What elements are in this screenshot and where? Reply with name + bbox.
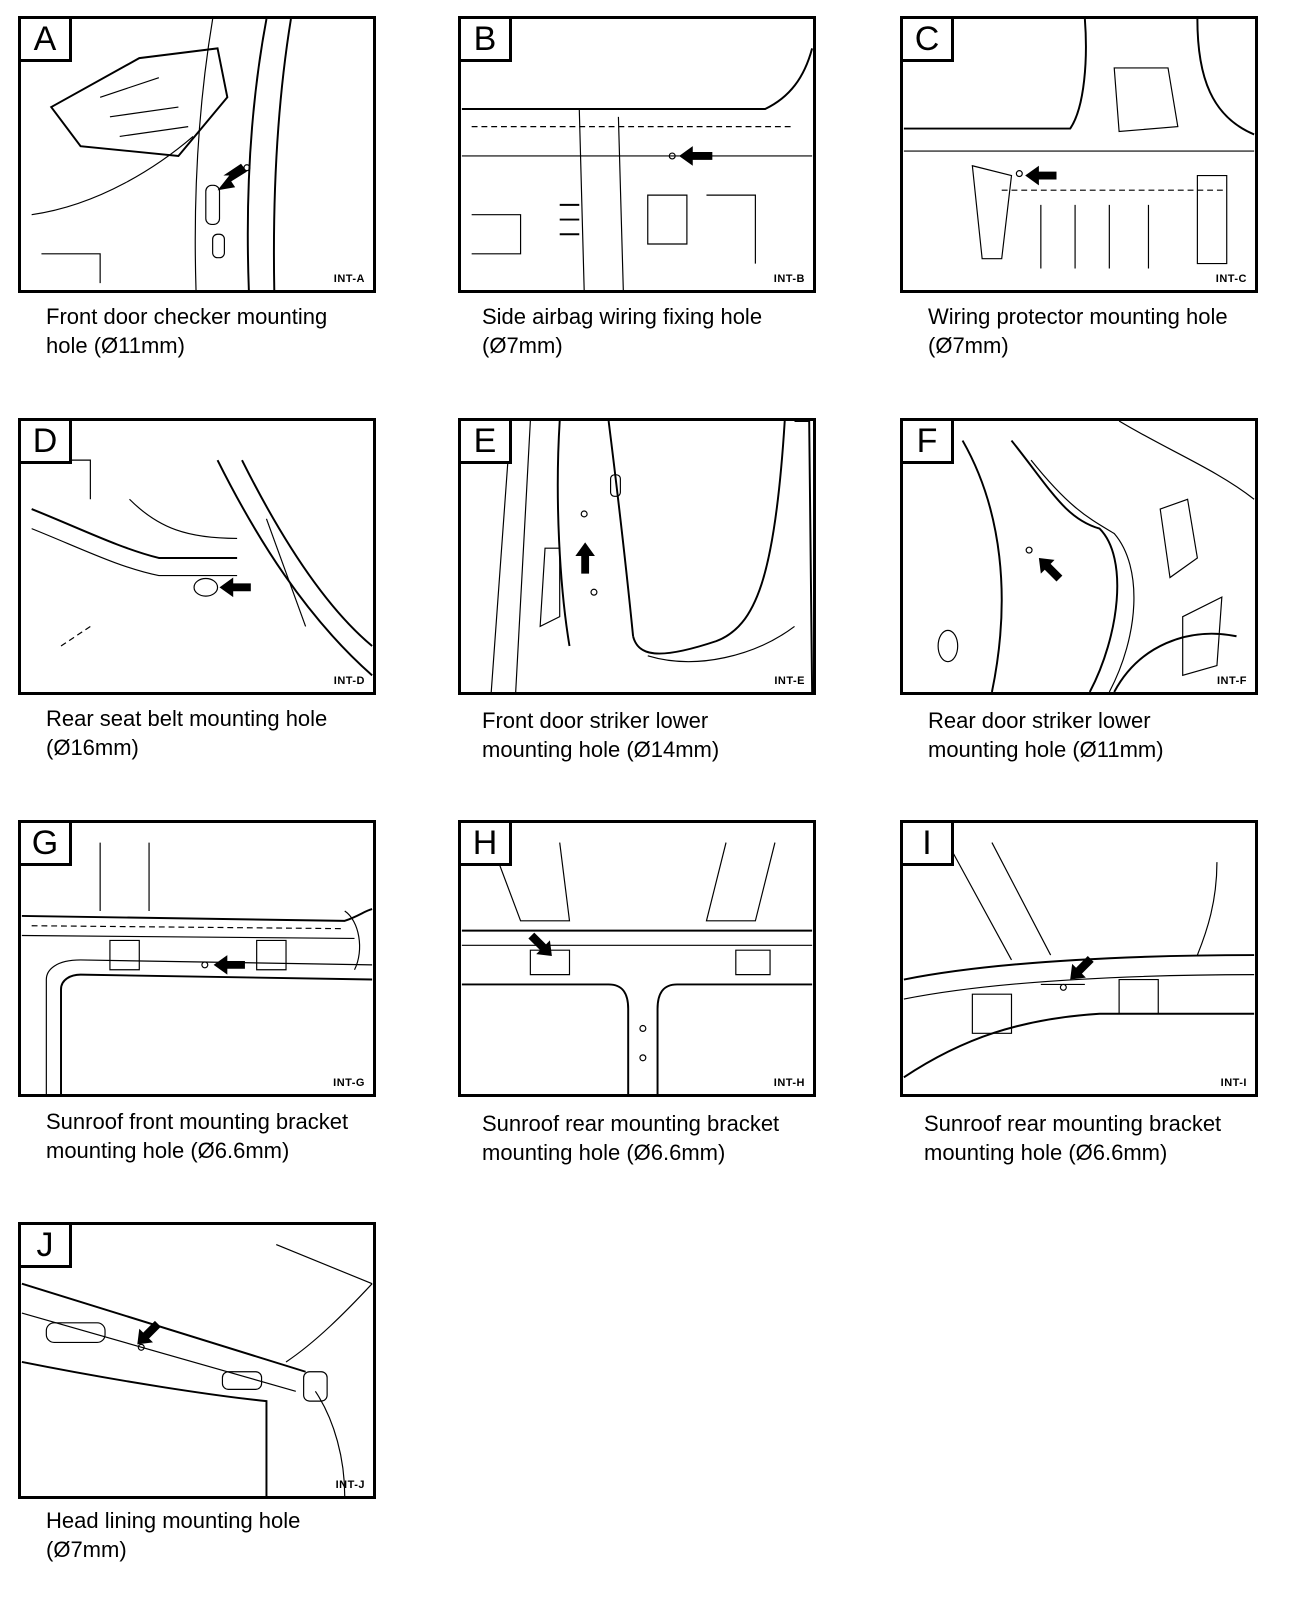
caption-line: (Ø16mm)	[46, 735, 139, 760]
figure-code: INT-E	[774, 675, 805, 687]
panel-letter: J	[21, 1225, 72, 1268]
panel-letter: B	[461, 19, 512, 62]
body-structure-illustration	[490, 421, 813, 692]
panel-caption: Side airbag wiring fixing hole (Ø7mm)	[482, 302, 812, 360]
panel-letter: H	[461, 823, 512, 866]
caption-line: Sunroof front mounting bracket	[46, 1109, 349, 1134]
hole-pointer-arrow-icon	[213, 955, 245, 975]
caption-line: (Ø7mm)	[482, 333, 563, 358]
figure-code: INT-H	[773, 1077, 805, 1089]
body-structure-illustration	[21, 1244, 373, 1496]
body-structure-illustration	[937, 421, 1255, 692]
figure-code: INT-G	[333, 1077, 365, 1089]
hole-pointer-arrow-icon	[137, 1320, 161, 1345]
panel-caption: Rear seat belt mounting hole (Ø16mm)	[46, 704, 376, 762]
hole-pointer-arrow-icon	[1070, 956, 1094, 980]
panel-caption: Front door striker lower mounting hole (…	[482, 706, 812, 764]
figure-code: INT-J	[335, 1479, 365, 1491]
body-structure-illustration	[903, 19, 1255, 269]
diagram-panel-h: H INT-H	[458, 820, 816, 1097]
body-structure-illustration	[31, 19, 292, 290]
hole-pointer-arrow-icon	[1038, 557, 1063, 582]
caption-line: Side airbag wiring fixing hole	[482, 304, 763, 329]
caption-line: Rear door striker lower	[928, 708, 1151, 733]
caption-line: Rear seat belt mounting hole	[46, 706, 328, 731]
panel-letter: E	[461, 421, 512, 464]
panel-letter: F	[903, 421, 954, 464]
panel-letter: D	[21, 421, 72, 464]
hole-pointer-arrow-icon	[528, 932, 552, 957]
hole-pointer-arrow-icon	[217, 163, 247, 191]
hole-pointer-arrow-icon	[1025, 165, 1057, 186]
caption-line: hole (Ø11mm)	[46, 333, 185, 358]
figure-code: INT-B	[773, 273, 805, 285]
hole-pointer-arrow-icon	[575, 542, 595, 574]
caption-line: Front door striker lower	[482, 708, 709, 733]
diagram-panel-e: E INT-E	[458, 418, 816, 695]
panel-caption: Sunroof front mounting bracket mounting …	[46, 1107, 376, 1165]
diagram-panel-g: G INT-G	[18, 820, 376, 1097]
panel-caption: Front door checker mounting hole (Ø11mm)	[46, 302, 376, 360]
panel-caption: Head lining mounting hole (Ø7mm)	[46, 1506, 376, 1564]
diagram-panel-c: C INT-C	[900, 16, 1258, 293]
figure-code: INT-C	[1215, 273, 1247, 285]
diagram-panel-d: D INT-D	[18, 418, 376, 695]
panel-letter: A	[21, 19, 72, 62]
panel-caption: Rear door striker lower mounting hole (Ø…	[928, 706, 1258, 764]
caption-line: (Ø7mm)	[928, 333, 1009, 358]
hole-pointer-arrow-icon	[219, 577, 251, 598]
panel-letter: I	[903, 823, 954, 866]
caption-line: Head lining mounting hole	[46, 1508, 301, 1533]
panel-letter: C	[903, 19, 954, 62]
caption-line: Front door checker mounting	[46, 304, 328, 329]
figure-code: INT-F	[1217, 675, 1247, 687]
caption-line: mounting hole (Ø14mm)	[482, 737, 720, 762]
body-structure-illustration	[903, 842, 1255, 1079]
caption-line: mounting hole (Ø6.6mm)	[482, 1140, 726, 1165]
caption-line: mounting hole (Ø6.6mm)	[46, 1138, 290, 1163]
body-structure-illustration	[21, 842, 373, 1094]
hole-pointer-arrow-icon	[679, 146, 713, 166]
figure-code: INT-I	[1220, 1077, 1247, 1089]
diagram-panel-i: I INT-I	[900, 820, 1258, 1097]
figure-code: INT-A	[333, 273, 365, 285]
caption-line: (Ø7mm)	[46, 1537, 127, 1562]
caption-line: Sunroof rear mounting bracket	[482, 1111, 780, 1136]
diagram-panel-b: B INT-B	[458, 16, 816, 293]
diagram-panel-a: A INT-A	[18, 16, 376, 293]
diagram-panel-j: J INT-J	[18, 1222, 376, 1499]
body-structure-illustration	[461, 48, 813, 290]
panel-caption: Sunroof rear mounting bracket mounting h…	[482, 1109, 812, 1167]
panel-letter: G	[21, 823, 72, 866]
caption-line: Sunroof rear mounting bracket	[924, 1111, 1222, 1136]
caption-line: Wiring protector mounting hole	[928, 304, 1228, 329]
panel-caption: Wiring protector mounting hole (Ø7mm)	[928, 302, 1258, 360]
panel-caption: Sunroof rear mounting bracket mounting h…	[924, 1109, 1254, 1167]
caption-line: mounting hole (Ø6.6mm)	[924, 1140, 1168, 1165]
body-structure-illustration	[461, 842, 813, 1094]
figure-code: INT-D	[333, 675, 365, 687]
diagram-panel-f: F INT-F	[900, 418, 1258, 695]
caption-line: mounting hole (Ø11mm)	[928, 737, 1164, 762]
